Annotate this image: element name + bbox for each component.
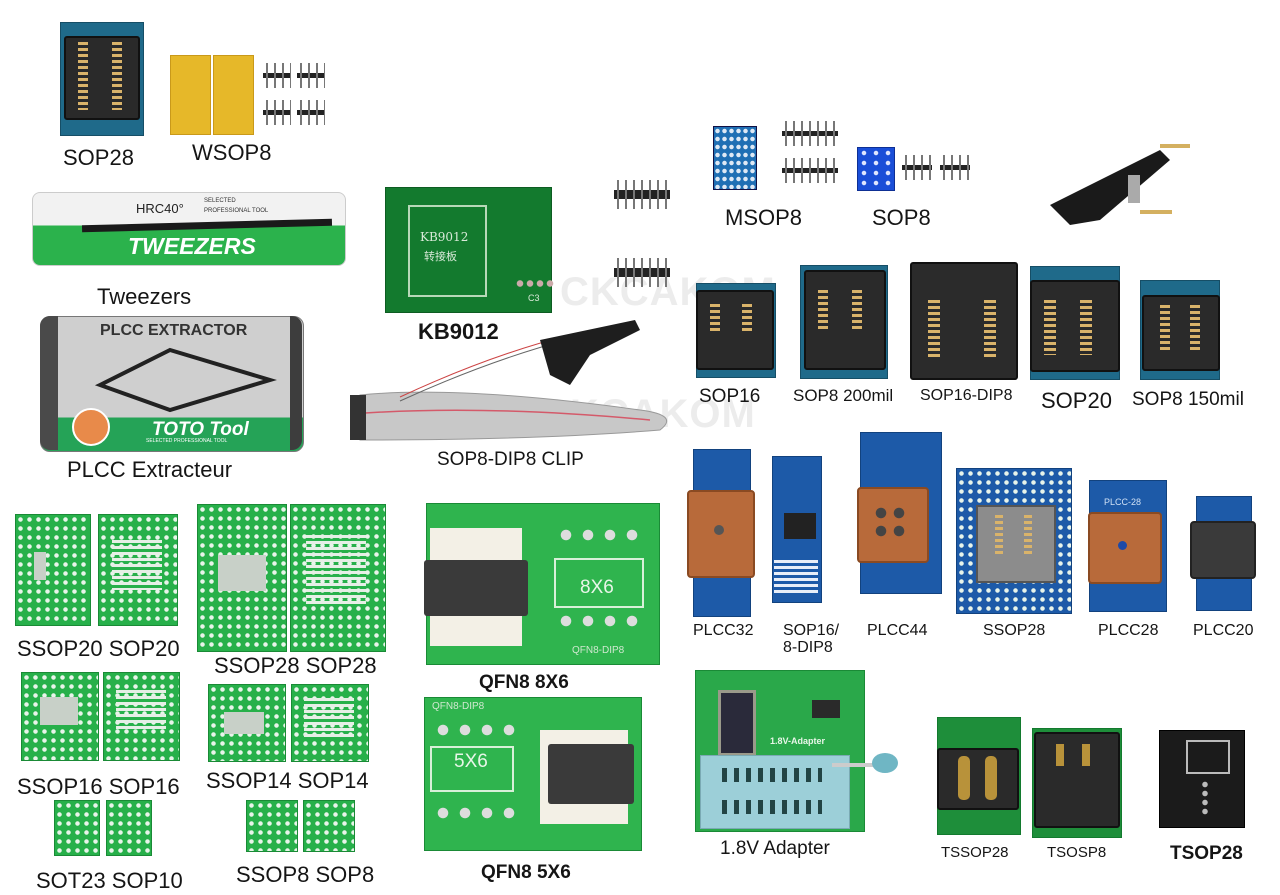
qfn8-5x6-board-code: QFN8-DIP8 bbox=[432, 701, 485, 712]
label-plcc32: PLCC32 bbox=[693, 622, 754, 639]
label-sot23-sop10: SOT23 SOP10 bbox=[36, 868, 183, 893]
label-sop16: SOP16 bbox=[699, 386, 761, 407]
label-ssop8-sop8: SSOP8 SOP8 bbox=[236, 862, 375, 887]
label-msop8: MSOP8 bbox=[725, 205, 803, 230]
label-sop28: SOP28 bbox=[63, 145, 134, 170]
extractor-package-title: PLCC EXTRACTOR bbox=[100, 322, 248, 339]
label-sop8: SOP8 bbox=[872, 205, 931, 230]
label-plcc28: PLCC28 bbox=[1098, 622, 1159, 639]
label-tssop28: TSSOP28 bbox=[941, 844, 1009, 861]
label-sop8-200mil: SOP8 200mil bbox=[793, 386, 894, 405]
extractor-brand-sub: SELECTED PROFESSIONAL TOOL bbox=[146, 438, 228, 444]
plcc28-board-text: PLCC-28 bbox=[1104, 497, 1142, 507]
label-wsop8: WSOP8 bbox=[192, 140, 272, 165]
tweezers-package-title: TWEEZERS bbox=[128, 233, 256, 259]
label-plcc20: PLCC20 bbox=[1193, 622, 1254, 639]
tweezers-sub1: SELECTED bbox=[204, 198, 236, 204]
qfn8-8x6-board-text: 8X6 bbox=[580, 577, 614, 598]
label-sop20: SOP20 bbox=[1041, 388, 1112, 413]
tweezers-brand: HRC40° bbox=[136, 201, 184, 216]
extractor-tool-icon bbox=[94, 347, 277, 413]
label-plcc-extractor: PLCC Extracteur bbox=[67, 457, 233, 482]
label-qfn8-5x6: QFN8 5X6 bbox=[481, 862, 571, 883]
label-ssop14-sop14: SSOP14 SOP14 bbox=[206, 768, 369, 793]
extractor-brand: TOTO Tool bbox=[152, 419, 249, 440]
label-1v8-adapter: 1.8V Adapter bbox=[720, 838, 830, 859]
label-kb9012: KB9012 bbox=[418, 319, 499, 344]
label-ssop28-sop28: SSOP28 SOP28 bbox=[214, 653, 377, 678]
qfn8-8x6-board-code: QFN8-DIP8 bbox=[572, 645, 625, 656]
label-ssop28: SSOP28 bbox=[983, 622, 1046, 639]
label-ssop16-sop16: SSOP16 SOP16 bbox=[17, 774, 180, 799]
label-sop16-8-dip8-line2: 8-DIP8 bbox=[783, 639, 833, 656]
kb9012-board-text: KB9012 bbox=[420, 230, 469, 244]
qfn8-5x6-board-text: 5X6 bbox=[454, 751, 488, 772]
label-tsosp8: TSOSP8 bbox=[1047, 844, 1107, 861]
tweezers-sub2: PROFESSIONAL TOOL bbox=[204, 208, 269, 214]
label-qfn8-8x6: QFN8 8X6 bbox=[479, 672, 569, 693]
label-sop16-dip8: SOP16-DIP8 bbox=[920, 387, 1013, 404]
label-sop8-dip8-clip: SOP8-DIP8 CLIP bbox=[437, 449, 584, 470]
label-sop8-150mil: SOP8 150mil bbox=[1132, 389, 1244, 410]
kb9012-board-code: C3 bbox=[528, 293, 540, 303]
label-plcc44: PLCC44 bbox=[867, 622, 928, 639]
adapter-board-text: 1.8V-Adapter bbox=[770, 736, 826, 746]
label-tsop28: TSOP28 bbox=[1170, 843, 1243, 864]
kb9012-board-text2: 转接板 bbox=[424, 251, 457, 263]
label-tweezers: Tweezers bbox=[97, 284, 192, 309]
label-ssop20-sop20: SSOP20 SOP20 bbox=[17, 636, 180, 661]
label-sop16-8-dip8-line1: SOP16/ bbox=[783, 622, 840, 639]
